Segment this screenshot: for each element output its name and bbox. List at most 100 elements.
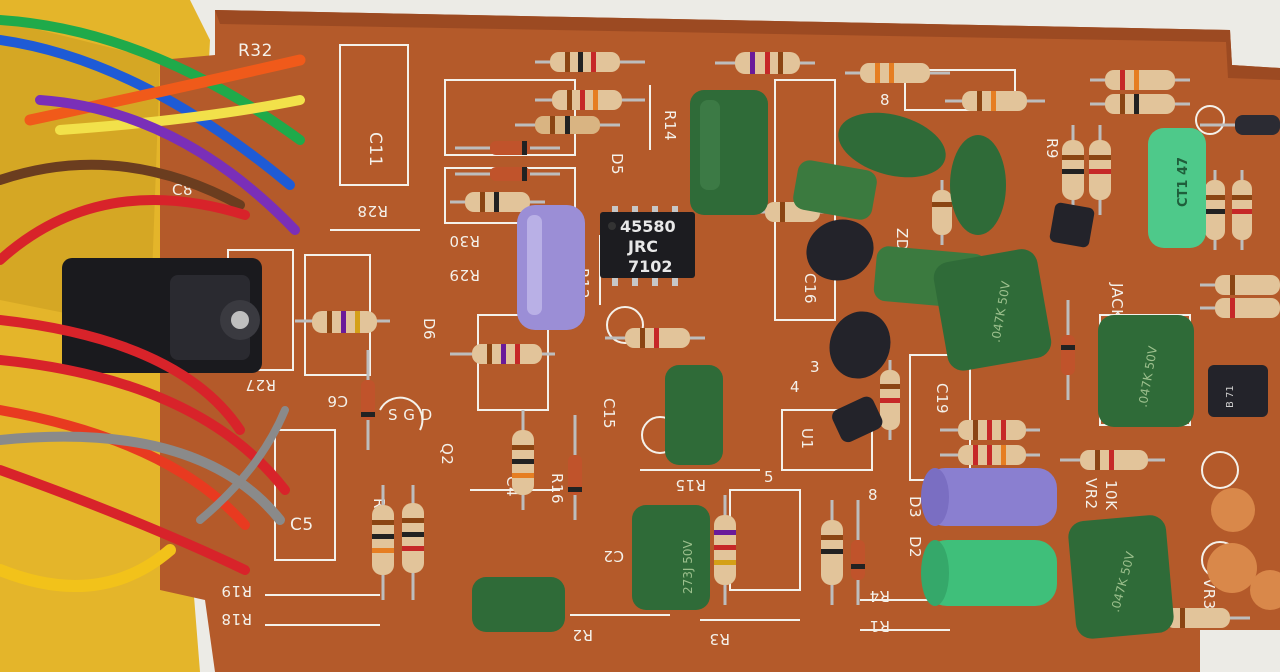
label-sdg: S G D xyxy=(388,406,433,424)
label-d6: D6 xyxy=(420,318,438,340)
resistor xyxy=(515,116,620,134)
diode xyxy=(1061,300,1075,400)
film-capacitor xyxy=(793,160,877,220)
label-r2: R2 xyxy=(572,626,593,644)
resistor xyxy=(605,328,705,348)
resistor xyxy=(1089,125,1111,215)
wire-red xyxy=(0,195,250,265)
wire-gray xyxy=(196,406,289,524)
trimmer-ceramics xyxy=(1207,488,1280,610)
resistor xyxy=(535,52,645,72)
resistor xyxy=(845,63,950,83)
resistor xyxy=(714,495,736,605)
label-c16: C16 xyxy=(801,273,819,304)
diode xyxy=(455,167,560,181)
resistor xyxy=(940,445,1040,465)
ic-marking-line1: 45580 xyxy=(620,217,676,236)
label-r16: R16 xyxy=(548,473,566,504)
film-capacitor xyxy=(950,135,1006,235)
film-capacitor xyxy=(933,249,1052,371)
resistor xyxy=(1232,170,1252,250)
film-capacitor xyxy=(1098,315,1194,427)
transistor xyxy=(832,396,883,443)
wire-red xyxy=(0,355,290,495)
wire-red xyxy=(0,405,250,530)
wire-yellow xyxy=(0,544,176,592)
resistor xyxy=(945,91,1045,111)
transistor xyxy=(806,219,874,281)
label-c15: C15 xyxy=(600,398,618,429)
label-r27: R27 xyxy=(245,376,276,394)
electrolytic-capacitor xyxy=(925,468,1057,526)
resistor xyxy=(402,485,424,600)
label-d3: D3 xyxy=(906,496,924,518)
resistor xyxy=(295,311,390,333)
label-r1: R1 xyxy=(869,617,890,635)
resistor xyxy=(932,180,952,245)
op-amp-ic: 45580 JRC 7102 xyxy=(600,206,695,286)
transistor-marking: B 71 xyxy=(1225,385,1236,408)
film-capacitor xyxy=(1068,515,1174,639)
wire-orange xyxy=(24,54,306,126)
diode xyxy=(851,500,865,605)
label-d2: D2 xyxy=(906,536,924,558)
label-r18: R18 xyxy=(221,610,252,628)
ceramic-capacitor xyxy=(1207,543,1257,593)
wire-yellow xyxy=(55,95,305,135)
ic-marking-line2: JRC xyxy=(627,237,658,256)
resistor xyxy=(1090,70,1190,90)
label-vr2: VR2 xyxy=(1082,478,1100,510)
pcb-edge xyxy=(215,10,1280,80)
label-r30: R30 xyxy=(449,232,480,250)
resistor xyxy=(940,420,1040,440)
label-r4: R4 xyxy=(869,587,890,605)
resistor xyxy=(450,344,555,364)
label-r32: R32 xyxy=(238,41,273,61)
electrolytic-marking: CT1 47 xyxy=(1176,157,1191,207)
wire-gray xyxy=(0,431,285,525)
label-8a: 8 xyxy=(880,91,890,109)
pcb-cutout xyxy=(1200,630,1280,672)
label-r19: R19 xyxy=(221,582,252,600)
dc-jack xyxy=(62,258,262,373)
resistor xyxy=(1200,298,1280,318)
resistor xyxy=(512,410,534,510)
label-c6: C6 xyxy=(327,392,348,410)
film-capacitor xyxy=(472,577,565,632)
label-vr2-value: 10K xyxy=(1102,480,1120,511)
wire-blue xyxy=(0,35,295,190)
cap-marking-273j: 273J 50V xyxy=(681,539,695,594)
film-capacitor xyxy=(632,505,710,610)
label-vr3: VR3 xyxy=(1200,578,1218,610)
label-8b: 8 xyxy=(868,486,878,504)
label-q2: Q2 xyxy=(438,443,456,465)
transistor xyxy=(829,311,891,379)
silkscreen-labels: R32 C11 C8 R28 R30 R29 R14 D5 R12 R27 C6… xyxy=(172,41,1218,648)
diode xyxy=(1200,115,1280,135)
label-r15: R15 xyxy=(675,476,706,494)
resistor xyxy=(715,52,815,74)
electrolytic-capacitor xyxy=(925,540,1057,606)
label-c2: C2 xyxy=(603,547,624,565)
label-c5: C5 xyxy=(290,515,314,535)
electrolytic-capacitor xyxy=(1148,128,1206,248)
ceramic-capacitor xyxy=(1211,488,1255,532)
transistor xyxy=(1049,202,1095,248)
transistor xyxy=(1208,365,1268,417)
resistor xyxy=(372,485,394,600)
resistor xyxy=(880,360,900,440)
label-r9: R9 xyxy=(1043,138,1061,159)
resistor xyxy=(1062,125,1084,215)
resistor xyxy=(1205,170,1225,250)
resistor xyxy=(1090,94,1190,114)
resistor xyxy=(535,90,645,110)
label-r14: R14 xyxy=(661,110,679,141)
label-3: 3 xyxy=(810,358,820,376)
resistor xyxy=(1060,450,1165,470)
diodes xyxy=(361,115,1280,605)
wire-brown xyxy=(0,159,245,210)
wire-red xyxy=(0,315,245,435)
label-4: 4 xyxy=(790,378,800,396)
wire-green xyxy=(0,15,305,145)
